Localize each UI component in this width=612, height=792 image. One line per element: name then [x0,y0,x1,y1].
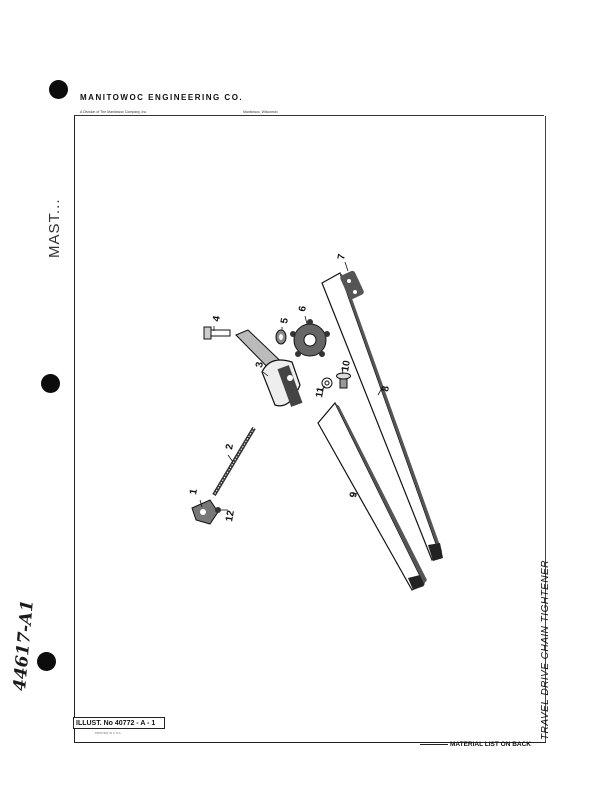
callout-12: 12 [224,509,237,522]
chain-link-part [340,270,364,300]
bushing-part [275,329,287,345]
callout-8: 8 [380,385,392,393]
sprocket-part [290,319,330,357]
frame-top-line [74,115,544,116]
punch-hole-bottom [37,652,56,671]
washer-part [321,377,333,389]
callout-2: 2 [224,443,236,451]
punch-hole-middle [41,374,60,393]
company-division: A Division of The Manitowoc Company, Inc… [80,110,148,114]
tightener-arm-part [235,329,303,407]
guide-bar-upper [321,272,443,561]
callout-11: 11 [314,386,327,399]
punch-hole-top [49,80,68,99]
drawing-frame [74,116,546,743]
callout-10: 10 [340,359,353,372]
bolt-part [203,326,231,340]
callout-4: 4 [211,315,223,323]
callout-3: 3 [254,361,266,369]
callout-6: 6 [297,305,309,313]
pin-part [336,372,351,389]
material-leader-line [420,744,448,745]
company-location: Manitowoc, Wisconsin [243,110,278,114]
company-name: MANITOWOC ENGINEERING CO. [80,93,244,102]
illustration-subtext: PRINTED IN U.S.A. [95,731,122,735]
guide-bar-lower [317,401,427,591]
leader-lines [199,261,383,511]
callout-9: 9 [348,491,360,499]
callout-7: 7 [336,253,348,261]
material-list-note: MATERIAL LIST ON BACK [450,741,532,748]
nut-part [215,507,221,513]
illustration-number-box: ILLUST. No 40772 - A - 1 [73,717,165,729]
callout-5: 5 [279,317,291,325]
threaded-rod-part [212,426,256,497]
callout-1: 1 [188,488,200,496]
bracket-part [191,499,219,525]
